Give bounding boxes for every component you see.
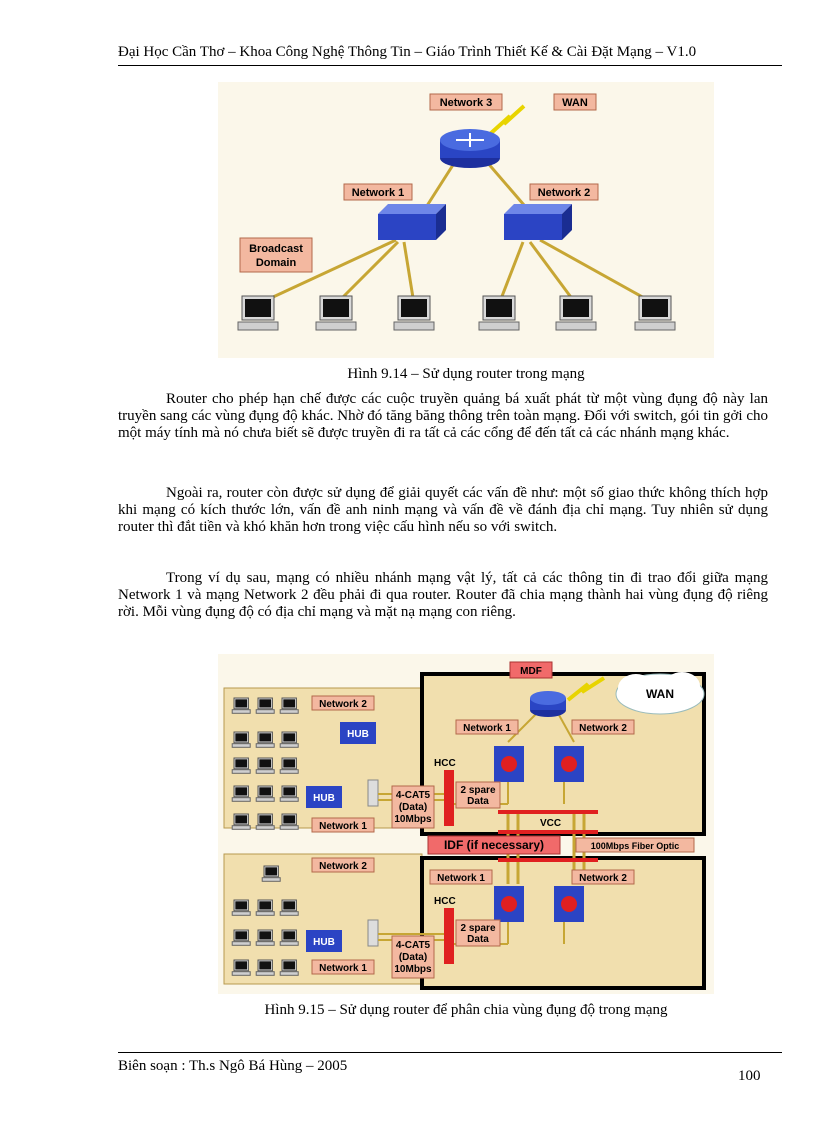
figure1-caption: Hình 9.14 – Sử dụng router trong mạng (347, 366, 585, 382)
switch-icon (554, 746, 584, 782)
computer-icon (279, 929, 299, 946)
label-cat5: 4-CAT5 (396, 790, 431, 801)
computer-icon (279, 785, 299, 802)
computer-icon (255, 731, 275, 748)
computer-icon (231, 757, 251, 774)
computer-icon (555, 295, 597, 331)
label-hcc: HCC (434, 758, 456, 769)
computer-icon (393, 295, 435, 331)
computer-icon (261, 865, 281, 882)
label-network1: Network 1 (463, 723, 511, 734)
page-number: 100 (738, 1068, 761, 1084)
paragraph-1: Router cho phép hạn chế được các cuộc tr… (118, 391, 768, 441)
label-spare: 2 spare (460, 785, 495, 796)
computer-icon (231, 813, 251, 830)
label-network1: Network 1 (352, 187, 405, 199)
label-spare-data: Data (467, 796, 489, 807)
computer-icon (279, 813, 299, 830)
wan-cloud-icon (615, 672, 705, 715)
computer-icon (315, 295, 357, 331)
label-domain: Domain (256, 257, 297, 269)
workstations (237, 295, 676, 331)
workstations (231, 697, 299, 976)
hub-icon: HUB (306, 930, 342, 952)
label-network2: Network 2 (538, 187, 591, 199)
figure-router-network: Network 3 WAN Network 1 Network 2 Broadc… (218, 82, 714, 358)
label-wan: WAN (646, 687, 674, 701)
computer-icon (279, 959, 299, 976)
router-icon (440, 129, 500, 168)
patch-panel-icon (367, 779, 379, 807)
footer-author: Biên soạn : Th.s Ngô Bá Hùng – 2005 (118, 1058, 348, 1074)
computer-icon (255, 813, 275, 830)
label-network1: Network 1 (319, 963, 367, 974)
paragraph-2: Ngoài ra, router còn được sử dụng để giả… (118, 485, 768, 535)
computer-icon (279, 731, 299, 748)
computer-icon (231, 697, 251, 714)
wan-link-icon (488, 104, 526, 136)
label-network2: Network 2 (319, 861, 367, 872)
label-cat5-speed: 10Mbps (394, 814, 432, 825)
computer-icon (279, 757, 299, 774)
computer-icon (634, 295, 676, 331)
label-network1: Network 1 (437, 873, 485, 884)
label-cat5-data: (Data) (399, 802, 427, 813)
switch-icon (378, 204, 446, 240)
hub-label: HUB (313, 793, 335, 804)
computer-icon (279, 899, 299, 916)
switch-icon (494, 746, 524, 782)
page-header: Đại Học Cần Thơ – Khoa Công Nghệ Thông T… (118, 44, 697, 60)
label-cat5-data: (Data) (399, 952, 427, 963)
hub-icon: HUB (306, 786, 342, 808)
hub-icon: HUB (340, 722, 376, 744)
figure-collision-domain: HUB HUB HUB (218, 654, 714, 994)
patch-panel-icon (367, 919, 379, 947)
hub-label: HUB (347, 729, 369, 740)
computer-icon (255, 757, 275, 774)
computer-icon (478, 295, 520, 331)
computer-icon (255, 785, 275, 802)
computer-icon (255, 929, 275, 946)
label-wan: WAN (562, 97, 588, 109)
figure2-caption: Hình 9.15 – Sử dụng router để phân chia … (264, 1002, 668, 1018)
label-spare-data: Data (467, 934, 489, 945)
label-hcc: HCC (434, 896, 456, 907)
router-icon (530, 691, 566, 717)
computer-icon (255, 697, 275, 714)
computer-icon (231, 929, 251, 946)
computer-icon (231, 731, 251, 748)
router-network-diagram: Network 3 WAN Network 1 Network 2 Broadc… (218, 82, 714, 358)
label-cat5-speed: 10Mbps (394, 964, 432, 975)
label-network1: Network 1 (319, 821, 367, 832)
paragraph-3: Trong ví dụ sau, mạng có nhiều nhánh mạn… (118, 570, 768, 620)
computer-icon (231, 959, 251, 976)
computer-icon (237, 295, 279, 331)
label-mdf: MDF (520, 666, 542, 677)
switch-icon (554, 886, 584, 922)
label-idf: IDF (if necessary) (444, 838, 544, 852)
label-spare: 2 spare (460, 923, 495, 934)
label-vcc: VCC (540, 818, 561, 829)
computer-icon (255, 899, 275, 916)
wan-link-icon (566, 676, 606, 702)
label-cat5: 4-CAT5 (396, 940, 431, 951)
computer-icon (231, 785, 251, 802)
collision-domain-diagram: HUB HUB HUB (218, 654, 714, 994)
computer-icon (255, 959, 275, 976)
label-fiber: 100Mbps Fiber Optic (591, 841, 680, 851)
label-network3: Network 3 (440, 97, 493, 109)
hub-label: HUB (313, 937, 335, 948)
computer-icon (279, 697, 299, 714)
label-network2: Network 2 (579, 873, 627, 884)
footer-rule (118, 1052, 782, 1053)
label-broadcast: Broadcast (249, 243, 303, 255)
computer-icon (231, 899, 251, 916)
header-rule (118, 65, 782, 66)
label-network2: Network 2 (319, 699, 367, 710)
label-network2: Network 2 (579, 723, 627, 734)
switch-icon (504, 204, 572, 240)
switch-icon (494, 886, 524, 922)
